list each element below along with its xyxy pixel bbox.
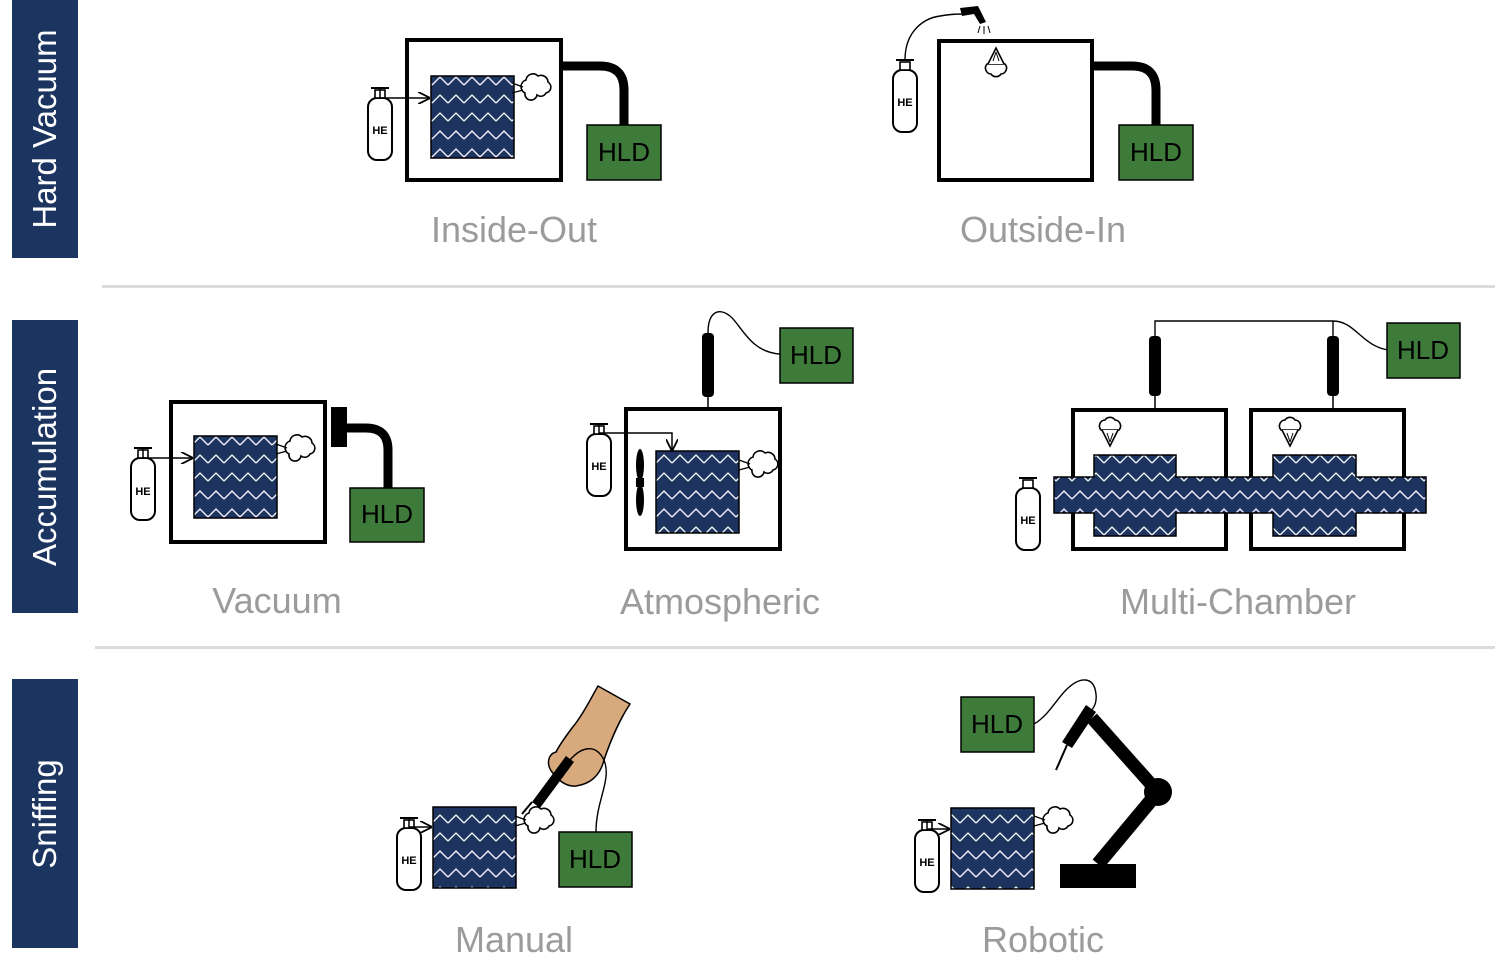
probe-cable xyxy=(1033,679,1097,725)
multi-chamber-diagram: HE HLD Multi-Chamber xyxy=(1015,320,1461,622)
method-caption: Multi-Chamber xyxy=(1120,581,1356,622)
probe-cable xyxy=(1154,320,1389,351)
gas-label: HE xyxy=(135,486,150,498)
outside-in-diagram: HE HLD Outside-In xyxy=(892,6,1194,250)
method-caption: Manual xyxy=(455,919,573,958)
detector-label: HLD xyxy=(790,340,842,370)
method-caption: Inside-Out xyxy=(431,209,597,250)
gas-label: HE xyxy=(919,857,934,869)
helium-cylinder: HE xyxy=(396,817,422,891)
helium-feed-line xyxy=(142,449,192,458)
detector-label: HLD xyxy=(361,499,413,529)
leak-puff-icon xyxy=(514,806,555,834)
test-part-chamber xyxy=(937,39,1094,182)
gas-label: HE xyxy=(591,461,606,473)
fan-icon xyxy=(636,449,644,516)
hld-detector: HLD xyxy=(586,124,662,181)
spray-gun-icon xyxy=(960,6,991,34)
hld-detector: HLD xyxy=(960,696,1035,753)
sniffer-probe xyxy=(1149,336,1161,396)
helium-cylinder: HE xyxy=(1015,477,1041,551)
inside-out-diagram: HE HLD Inside-Out xyxy=(367,38,662,250)
category-sniffing: Sniffing xyxy=(12,679,78,948)
hld-detector: HLD xyxy=(1118,124,1194,181)
method-caption: Vacuum xyxy=(212,580,341,621)
detector-label: HLD xyxy=(971,709,1023,739)
sniffer-probe xyxy=(1327,336,1339,396)
helium-cylinder: HE xyxy=(367,87,393,161)
detector-label: HLD xyxy=(1397,335,1449,365)
detector-label: HLD xyxy=(1130,137,1182,167)
manual-sniffing-diagram: HE HLD Manual xyxy=(396,684,633,958)
hld-detector: HLD xyxy=(779,327,854,384)
vacuum-line xyxy=(1092,61,1161,126)
gas-label: HE xyxy=(897,97,912,109)
continuous-part xyxy=(1053,454,1427,537)
robotic-sniffing-diagram: HE HLD Robotic xyxy=(914,679,1172,958)
helium-cylinder: HE xyxy=(892,59,918,133)
hld-detector: HLD xyxy=(1386,322,1461,379)
vacuum-line xyxy=(561,61,629,126)
helium-cylinder: HE xyxy=(914,819,940,893)
row-separator xyxy=(102,285,1495,288)
helium-feed-line xyxy=(379,89,429,98)
hld-detector: HLD xyxy=(349,487,425,543)
sniffer-probe xyxy=(532,756,574,808)
method-caption: Outside-In xyxy=(960,209,1126,250)
method-caption: Atmospheric xyxy=(620,581,820,622)
gas-label: HE xyxy=(401,855,416,867)
method-caption: Robotic xyxy=(982,919,1104,958)
probe-cable xyxy=(707,311,781,355)
gas-label: HE xyxy=(1020,515,1035,527)
test-part xyxy=(430,75,515,159)
robot-arm-icon xyxy=(1055,705,1172,888)
hld-detector: HLD xyxy=(558,831,633,888)
helium-cylinder: HE xyxy=(130,447,156,521)
row-separator xyxy=(95,646,1495,649)
vacuum-accumulation-diagram: HE HLD Vacuum xyxy=(130,400,425,621)
detector-label: HLD xyxy=(598,137,650,167)
test-part xyxy=(193,435,278,519)
helium-cylinder: HE xyxy=(586,423,612,497)
atmospheric-accumulation-diagram: HE HLD Atmospheric xyxy=(586,311,854,622)
helium-feed-line xyxy=(926,820,949,829)
category-hard-vacuum: Hard Vacuum xyxy=(12,0,78,258)
spray-hose xyxy=(904,13,967,61)
vacuum-line xyxy=(347,423,393,489)
probe-cable xyxy=(569,748,607,833)
leak-puff-icon xyxy=(1033,806,1074,834)
helium-feed-line xyxy=(408,818,431,827)
detector-label: HLD xyxy=(569,844,621,874)
test-part xyxy=(655,450,740,534)
helium-feed-line xyxy=(598,425,672,450)
sniffer-probe xyxy=(702,333,714,397)
test-part xyxy=(950,807,1035,890)
valve xyxy=(331,407,347,447)
test-part xyxy=(432,806,517,889)
category-accumulation: Accumulation xyxy=(12,320,78,613)
gas-label: HE xyxy=(372,125,387,137)
